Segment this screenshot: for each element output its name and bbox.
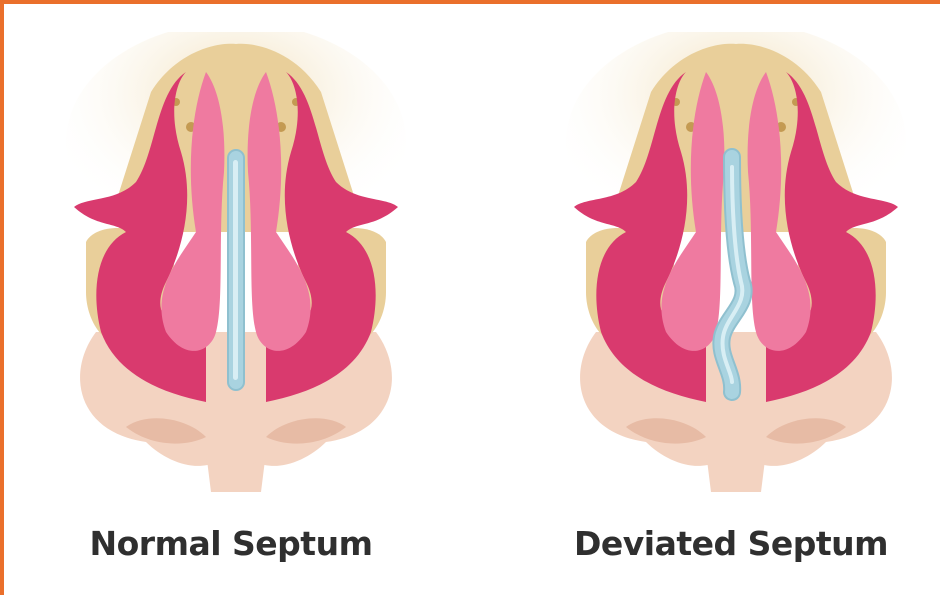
nasal-cavity-cross-section-icon	[556, 32, 916, 502]
deviated-septum-caption: Deviated Septum	[551, 524, 911, 563]
nasal-cavity-cross-section-icon	[56, 32, 416, 502]
deviated-septum-illustration	[556, 32, 916, 502]
septum-highlight	[233, 160, 238, 380]
normal-septum-illustration	[56, 32, 416, 502]
normal-septum-caption: Normal Septum	[51, 524, 411, 563]
